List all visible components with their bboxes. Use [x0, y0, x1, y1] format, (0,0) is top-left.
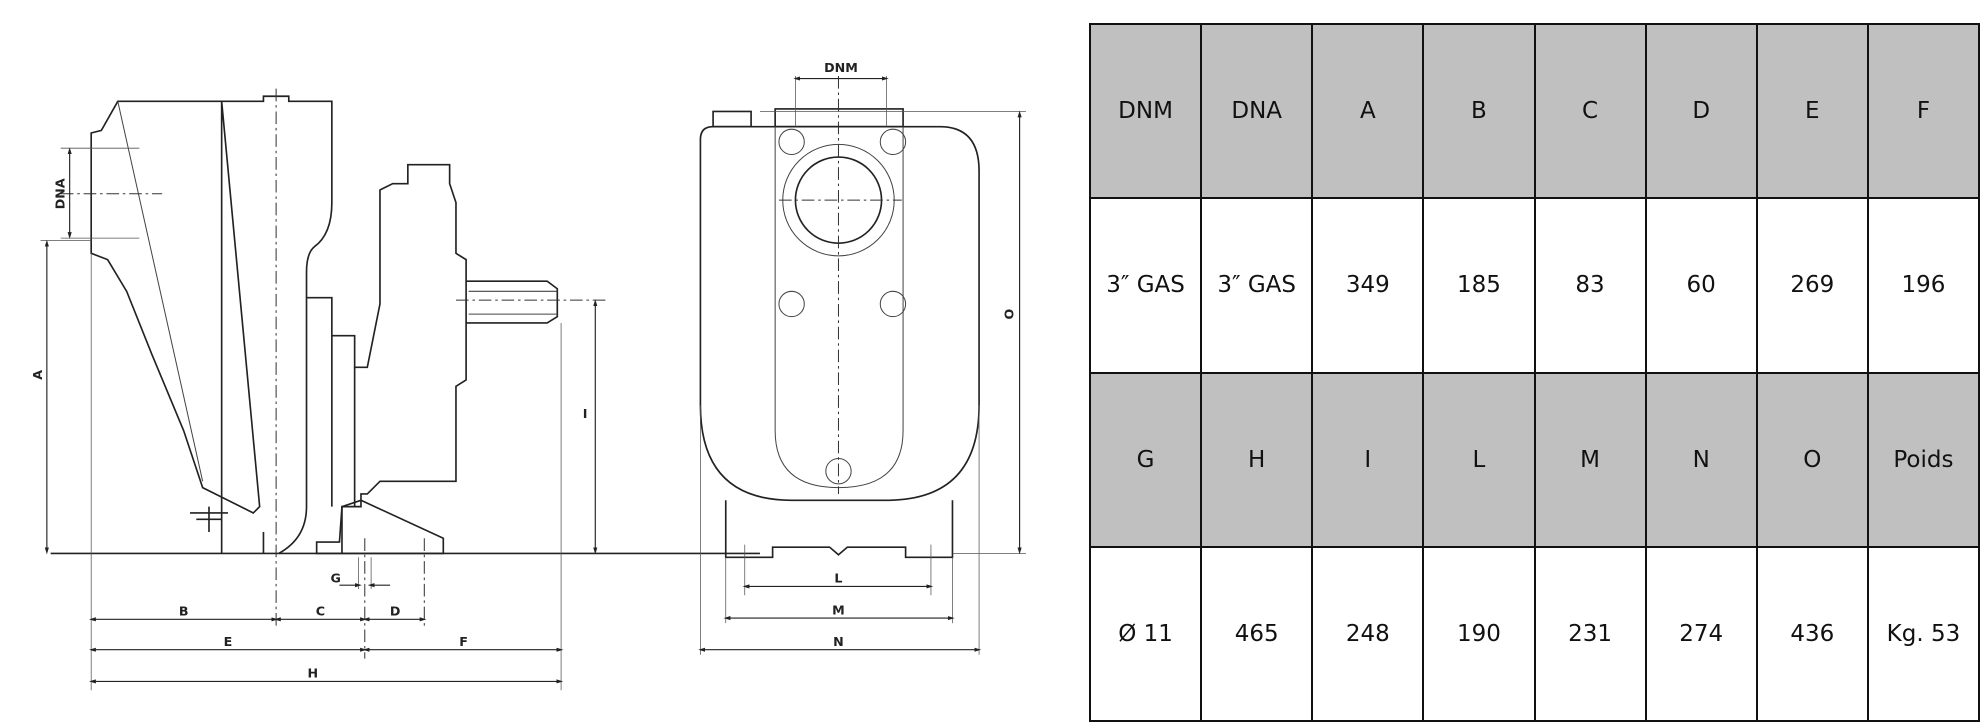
fill-plug	[712, 110, 752, 128]
table-header-row: G H I L M N O Poids	[1088, 371, 1981, 548]
table-header-cell: A	[1311, 22, 1425, 200]
label-O: O	[1001, 308, 1016, 319]
table-header-cell: DNM	[1088, 22, 1203, 200]
label-L: L	[834, 571, 842, 586]
label-H: H	[308, 666, 319, 681]
front-view: DNM O L M N	[698, 60, 1026, 655]
label-E: E	[224, 634, 233, 649]
inner-volute	[774, 126, 904, 489]
table-header-cell: H	[1200, 371, 1314, 548]
table-cell: Kg. 53	[1866, 545, 1981, 723]
label-G: G	[330, 571, 340, 586]
label-I: I	[583, 406, 588, 421]
label-N: N	[833, 634, 844, 649]
inlet-cover	[90, 100, 261, 514]
label-DNM: DNM	[824, 60, 858, 75]
table-cell: 248	[1311, 545, 1425, 723]
table-row: 3″ GAS 3″ GAS 349 185 83 60 269 196	[1088, 197, 1981, 374]
bearing-bracket	[306, 163, 467, 554]
table-header-cell: F	[1866, 22, 1981, 200]
base-foot	[315, 499, 445, 555]
table-header-cell: B	[1422, 22, 1536, 200]
label-A: A	[30, 370, 45, 380]
table-header-cell: E	[1755, 22, 1869, 200]
table-header-cell: O	[1755, 371, 1869, 548]
table-row: Ø 11 465 248 190 231 274 436 Kg. 53	[1088, 545, 1981, 723]
table-header-cell: M	[1533, 371, 1647, 548]
table-cell: 190	[1422, 545, 1536, 723]
side-view: A DNA I G B C D E F H	[30, 88, 760, 691]
table-header-cell: I	[1311, 371, 1425, 548]
pump-casing	[220, 95, 333, 555]
table-cell: 436	[1755, 545, 1869, 723]
table-cell: 349	[1311, 197, 1425, 374]
label-C: C	[316, 604, 325, 619]
table-header-cell: Poids	[1866, 371, 1981, 548]
front-base	[724, 500, 954, 559]
label-M: M	[832, 602, 845, 617]
table-cell: Ø 11	[1088, 545, 1203, 723]
outlet-flange	[774, 108, 904, 128]
table-cell: 185	[1422, 197, 1536, 374]
label-D: D	[390, 604, 401, 619]
table-header-cell: N	[1644, 371, 1758, 548]
table-cell: 3″ GAS	[1088, 197, 1203, 374]
table-header-cell: L	[1422, 371, 1536, 548]
table-header-cell: C	[1533, 22, 1647, 200]
table-cell: 60	[1644, 197, 1758, 374]
table-header-cell: G	[1088, 371, 1203, 548]
label-F: F	[459, 634, 468, 649]
drive-shaft	[466, 280, 559, 324]
table-cell: 274	[1644, 545, 1758, 723]
table-cell: 196	[1866, 197, 1981, 374]
table-header-cell: D	[1644, 22, 1758, 200]
table-cell: 269	[1755, 197, 1869, 374]
label-DNA: DNA	[53, 178, 68, 209]
drain-valve-icon	[189, 506, 228, 532]
table-header-row: DNM DNA A B C D E F	[1088, 22, 1981, 200]
table-header-cell: DNA	[1200, 22, 1314, 200]
table-cell: 231	[1533, 545, 1647, 723]
pump-body-front	[699, 125, 980, 502]
label-B: B	[179, 604, 189, 619]
table-cell: 83	[1533, 197, 1647, 374]
table-cell: 465	[1200, 545, 1314, 723]
table-cell: 3″ GAS	[1200, 197, 1314, 374]
dimensions-table: DNM DNA A B C D E F 3″ GAS 3″ GAS 349 18…	[1088, 22, 1981, 723]
